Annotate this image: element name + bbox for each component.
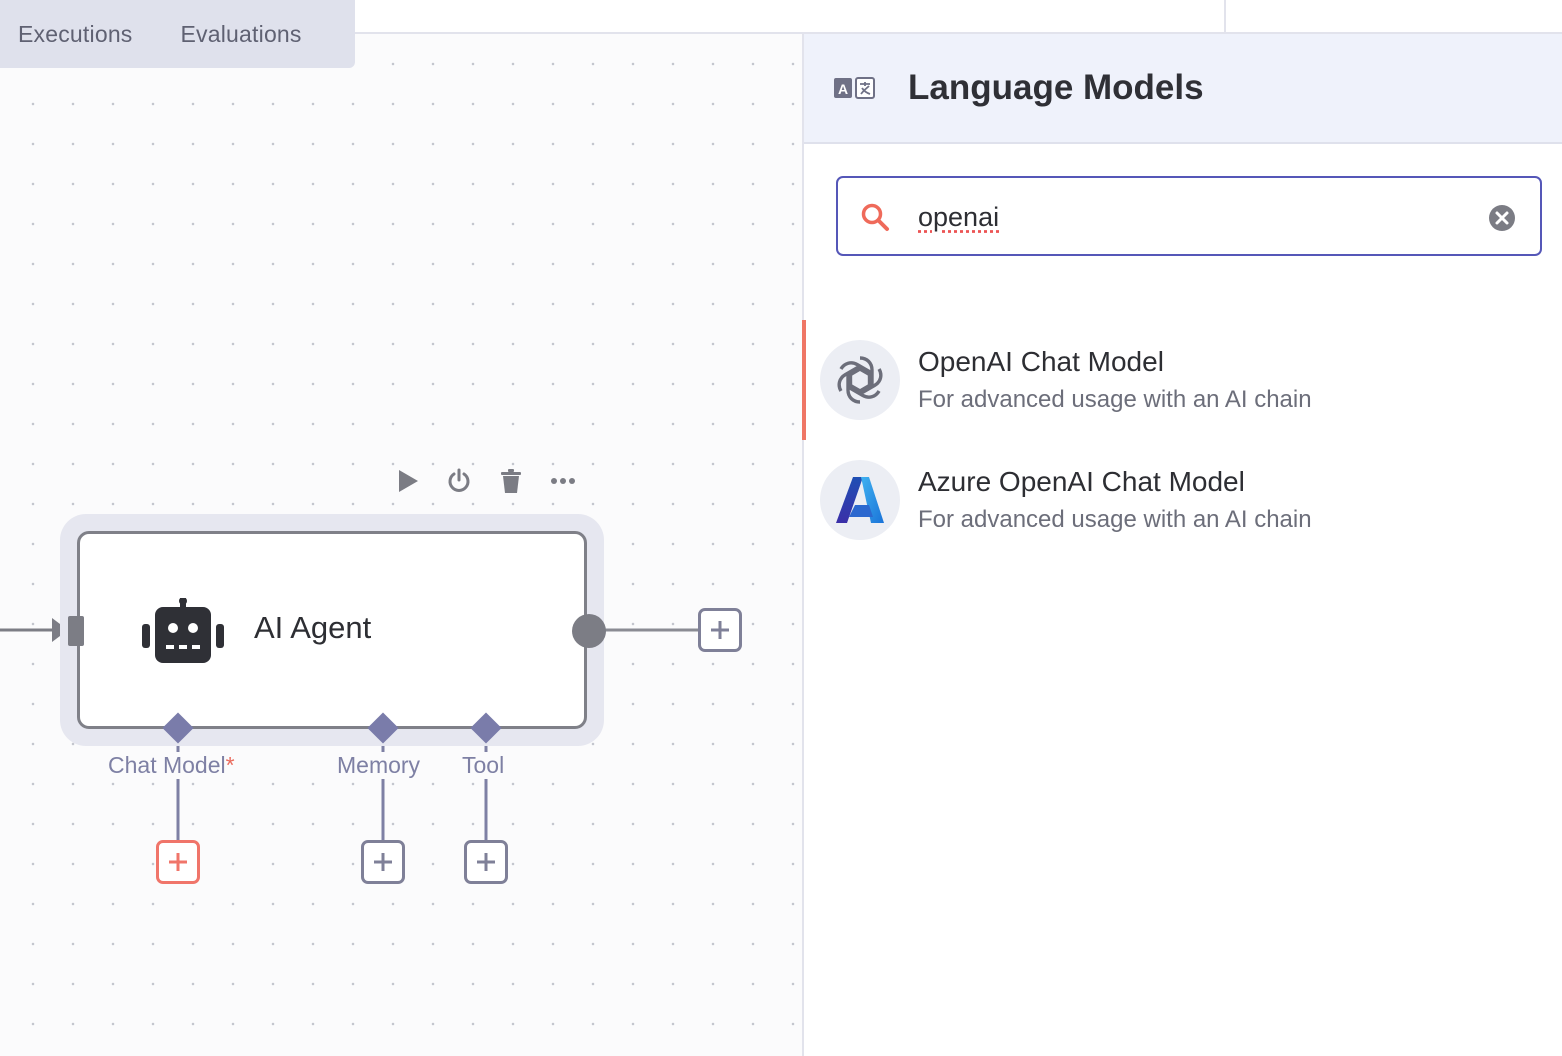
search-icon [860, 202, 890, 237]
result-title: Azure OpenAI Chat Model [918, 466, 1245, 497]
add-chat-model-button[interactable] [156, 840, 200, 884]
search-input[interactable] [918, 198, 1478, 236]
plus-icon [477, 853, 495, 871]
panel-title: Language Models [908, 68, 1204, 107]
node-toolbar [390, 464, 580, 498]
result-item-azure-openai-chat-model[interactable]: Azure OpenAI Chat Model For advanced usa… [804, 440, 1562, 560]
panel-header: A Language Models [804, 34, 1562, 144]
view-tabs: Executions Evaluations [0, 0, 355, 68]
main-output-port[interactable] [572, 614, 606, 648]
robot-icon [142, 597, 224, 666]
result-item-openai-chat-model[interactable]: OpenAI Chat Model For advanced usage wit… [802, 320, 1562, 440]
tab-evaluations[interactable]: Evaluations [180, 20, 302, 47]
trash-icon[interactable] [494, 464, 528, 498]
openai-icon [820, 340, 900, 420]
result-description: For advanced usage with an AI chain [918, 506, 1312, 533]
power-icon[interactable] [442, 464, 476, 498]
workflow-canvas[interactable]: AI Agent Chat Model* Memory Tool [0, 34, 802, 1056]
search-box[interactable] [836, 176, 1542, 256]
add-tool-button[interactable] [464, 840, 508, 884]
add-next-node-button[interactable] [698, 608, 742, 652]
required-asterisk: * [225, 752, 235, 778]
result-title: OpenAI Chat Model [918, 346, 1164, 377]
main-input-port[interactable] [68, 616, 84, 646]
more-icon[interactable] [546, 464, 580, 498]
plus-icon [711, 621, 729, 639]
tab-executions[interactable]: Executions [18, 20, 133, 47]
results-list: OpenAI Chat Model For advanced usage wit… [802, 320, 1562, 560]
top-bar-divider [1224, 0, 1226, 32]
ai-agent-node[interactable]: AI Agent [77, 531, 587, 729]
tool-label: Tool [462, 752, 505, 778]
azure-icon [820, 460, 900, 540]
memory-label: Memory [337, 752, 421, 778]
svg-text:A: A [838, 81, 848, 97]
chat-model-label: Chat Model* [108, 752, 235, 778]
node-creator-panel: A Language Models [802, 34, 1562, 1056]
translate-icon: A [834, 76, 876, 105]
clear-search-icon[interactable] [1488, 204, 1516, 237]
add-memory-button[interactable] [361, 840, 405, 884]
connection-lines [0, 618, 698, 840]
result-description: For advanced usage with an AI chain [918, 386, 1312, 413]
plus-icon [374, 853, 392, 871]
play-icon[interactable] [390, 464, 424, 498]
plus-icon [169, 853, 187, 871]
node-title: AI Agent [254, 610, 372, 645]
